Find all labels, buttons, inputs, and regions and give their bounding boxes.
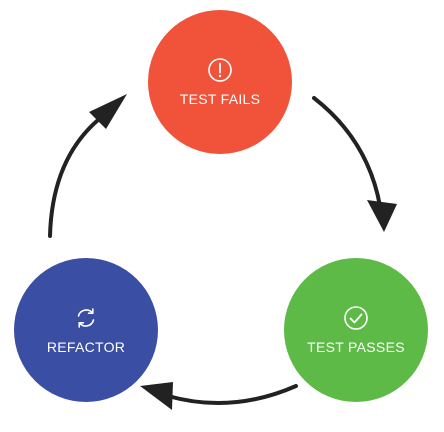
exclamation-circle-icon <box>208 58 232 82</box>
refresh-arrows-icon <box>77 308 95 328</box>
arrow-fail-to-pass <box>312 96 382 208</box>
arrow-pass-to-refactor <box>166 384 298 406</box>
arrowhead-pass-to-refactor <box>140 382 173 410</box>
refactor-label: REFACTOR <box>46 339 126 355</box>
checkmark-circle-icon <box>344 306 368 330</box>
test-fails-node: TEST FAILS <box>148 10 292 154</box>
test-passes-node: TEST PASSES <box>284 258 428 402</box>
arrowhead-refactor-to-fail <box>89 94 127 129</box>
arrow-refactor-to-fail <box>48 118 100 238</box>
test-fails-label: TEST FAILS <box>179 91 261 107</box>
arrowhead-fail-to-pass <box>367 200 397 232</box>
refactor-node: REFACTOR <box>14 258 158 402</box>
test-passes-label: TEST PASSES <box>307 339 405 355</box>
